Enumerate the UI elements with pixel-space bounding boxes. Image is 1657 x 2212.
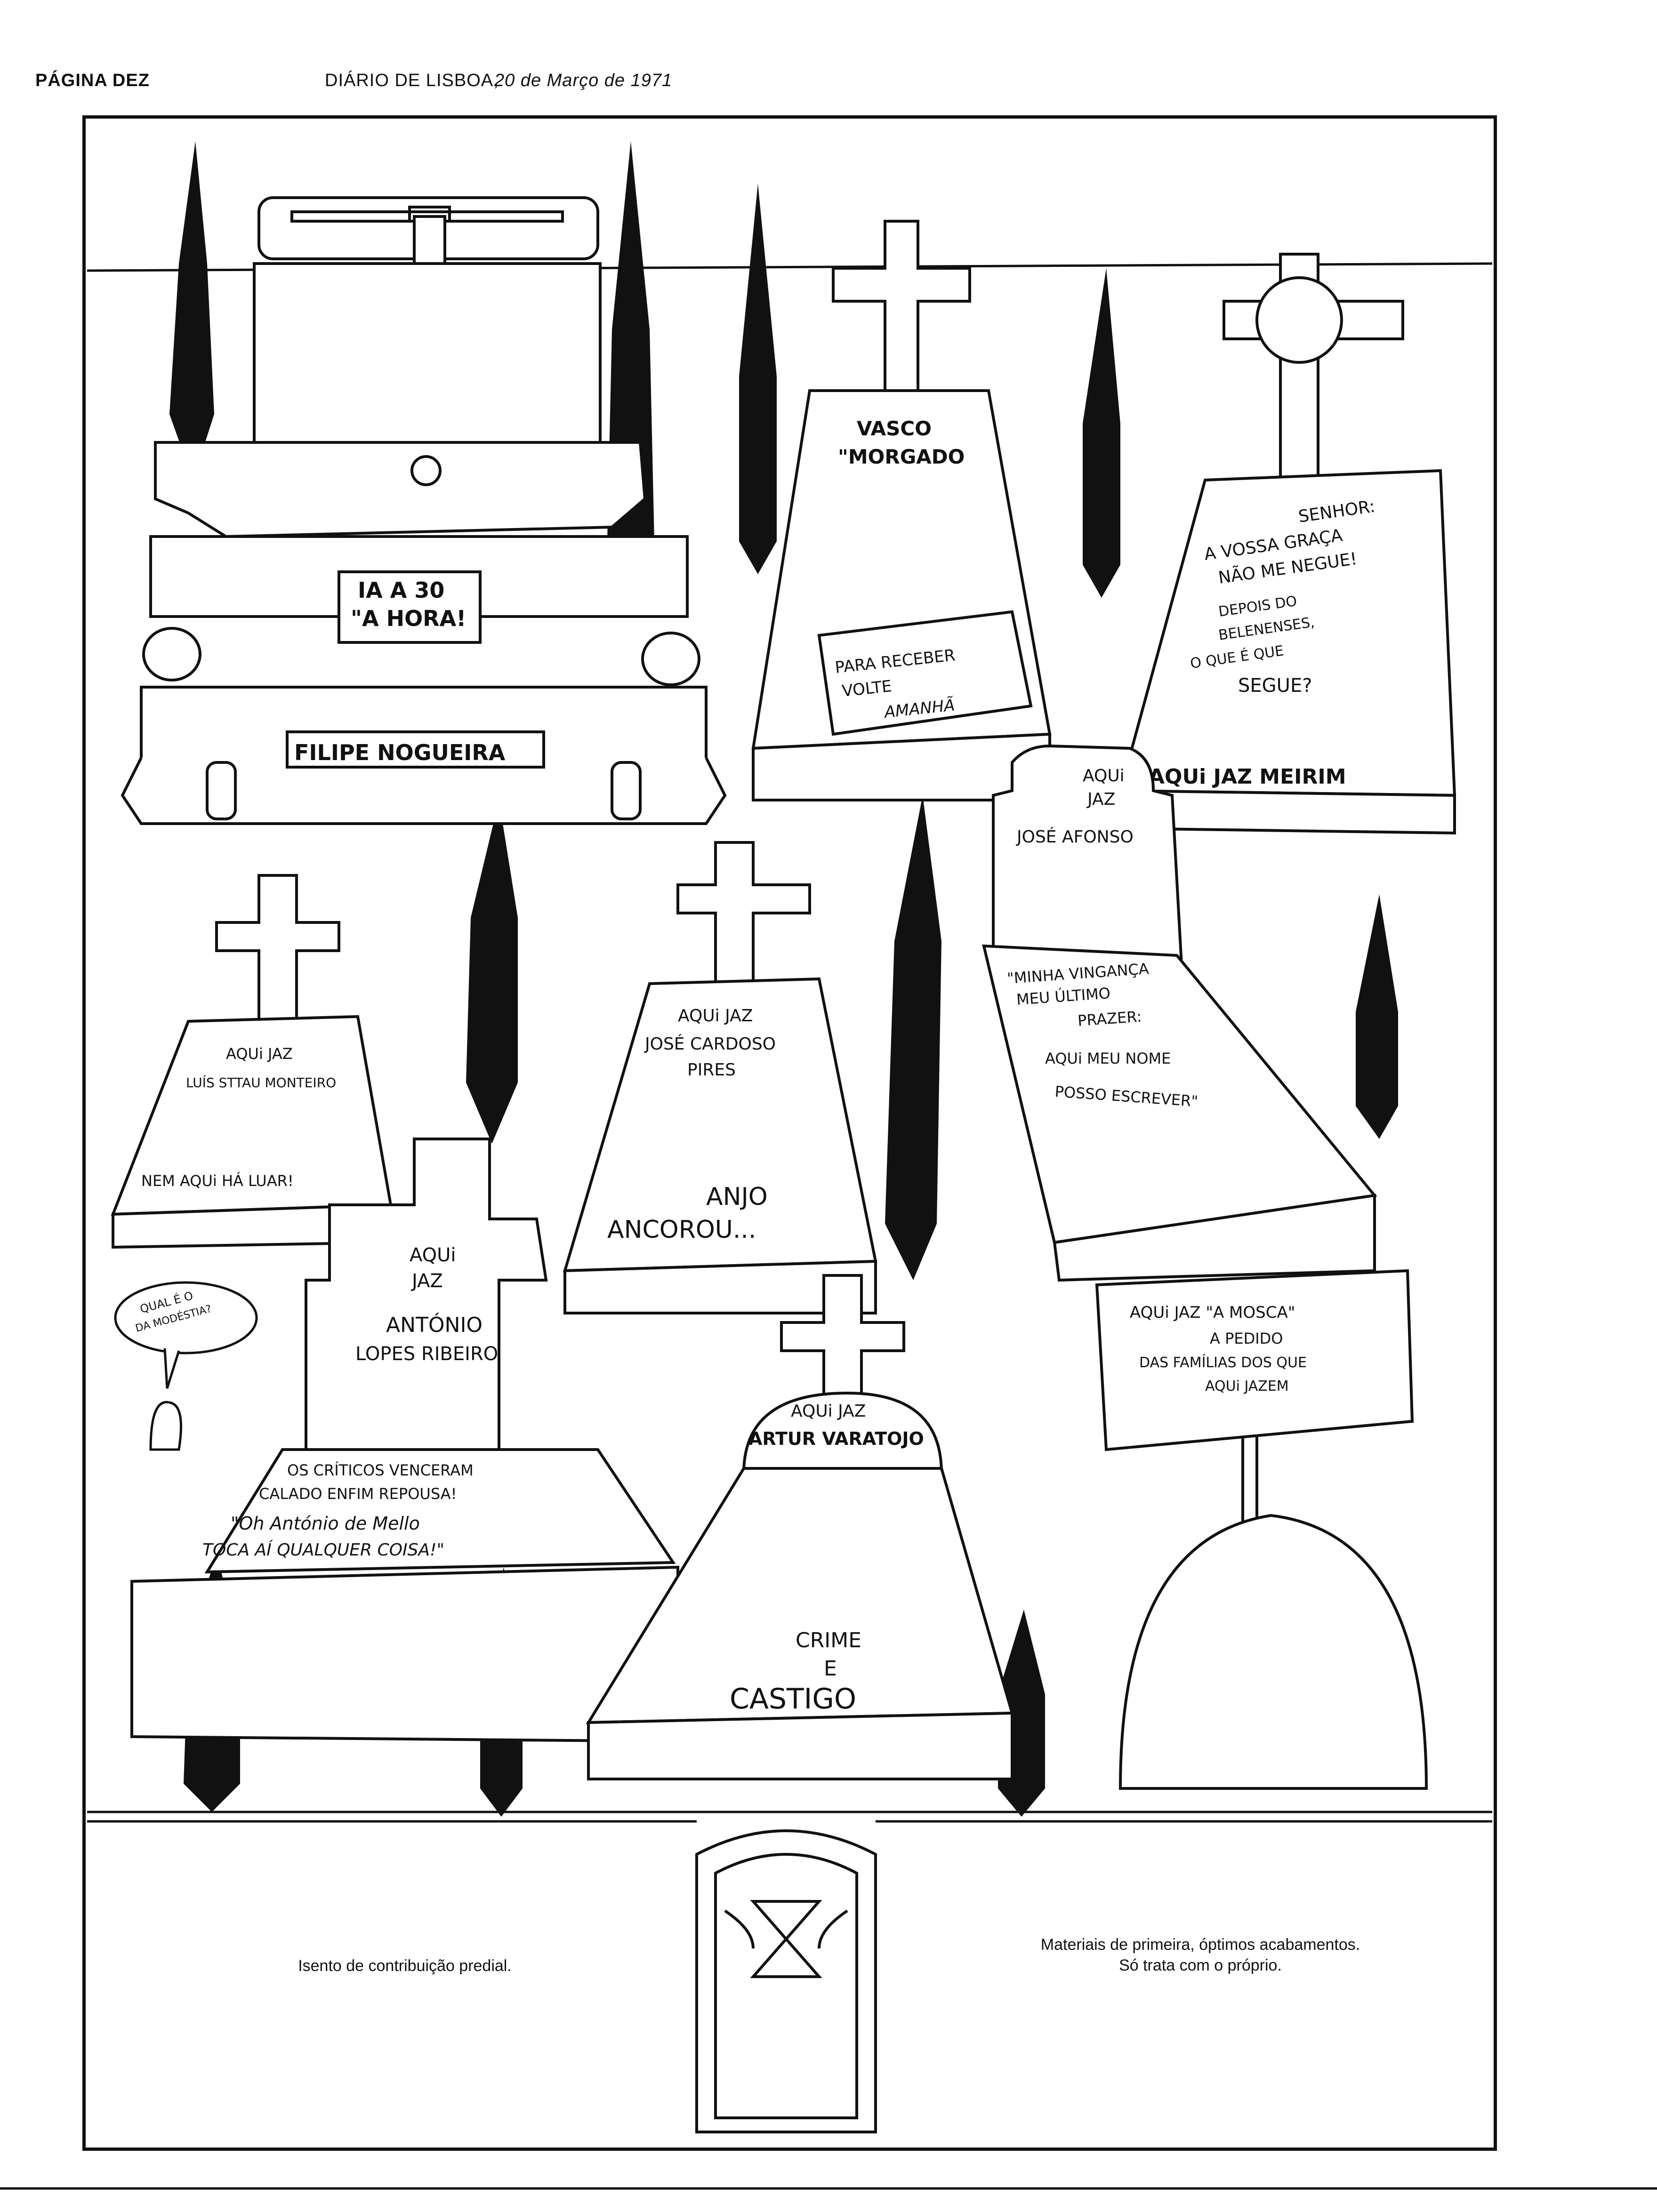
ribeiro-base-line1: OS CRÍTICOS VENCERAM [287, 1461, 474, 1479]
background-lines [0, 262, 1657, 2190]
monteiro-line1: AQUi JAZ [226, 1045, 293, 1063]
cypress-tree [169, 141, 214, 480]
ribeiro-line2: JAZ [410, 1270, 443, 1292]
afonso-name: JOSÉ AFONSO [1016, 827, 1134, 847]
mosca-line1: AQUi JAZ "A MOSCA" [1130, 1303, 1295, 1322]
cypress-tree [1083, 268, 1120, 598]
grave-meirim [1118, 253, 1456, 835]
varatojo-line2: ARTUR VARATOJO [748, 1428, 924, 1449]
cypress-tree [885, 795, 941, 1280]
grave-jose-afonso [982, 744, 1377, 1282]
afonso-text-line3: PRAZER: [1077, 1008, 1142, 1030]
ribeiro-line4: LOPES RIBEIRO [355, 1343, 498, 1365]
hearse-sign-line1: IA A 30 [358, 577, 444, 603]
worm-with-bubble [114, 1281, 258, 1451]
pires-line4: ANJO [706, 1183, 768, 1211]
afonso-head-line2: JAZ [1086, 790, 1115, 809]
varatojo-line5: CASTIGO [730, 1683, 856, 1715]
pires-line5: ANCOROU... [607, 1216, 756, 1244]
caption-right: Materiais de primeira, óptimos acabament… [965, 1934, 1436, 1976]
ribeiro-base-line3: "Oh António de Mello [231, 1513, 420, 1534]
grave-lopes-ribeiro [130, 1138, 679, 1743]
caption-left: Isento de contribuição predial. [298, 1957, 512, 1975]
gate-door [695, 1829, 877, 2133]
hearse-car [121, 196, 727, 825]
ribeiro-line1: AQUi [410, 1244, 456, 1266]
mosca-line3: DAS FAMÍLIAS DOS QUE [1139, 1354, 1307, 1371]
newspaper-name: DIÁRIO DE LISBOA, [325, 71, 499, 90]
issue-date: 20 de Março de 1971 [494, 71, 673, 90]
hearse-plate: FILIPE NOGUEIRA [294, 740, 506, 765]
mosca-line2: A PEDIDO [1210, 1330, 1283, 1347]
ribeiro-base-line4: TOCA AÍ QUALQUER COISA!" [202, 1540, 444, 1560]
monteiro-line2: LUÍS STTAU MONTEIRO [186, 1074, 336, 1090]
cypress-tree [1356, 894, 1398, 1139]
caption-right-line2: Só trata com o próprio. [1119, 1956, 1282, 1974]
vasco-name-line2: "MORGADO [838, 445, 965, 468]
cypress-tree [739, 184, 777, 574]
afonso-head-line1: AQUi [1083, 766, 1125, 785]
hearse-sign-line2: "A HORA! [351, 606, 466, 631]
grave-vasco-morgado [751, 220, 1052, 801]
cartoon-panel [82, 115, 1497, 2151]
cypress-tree [466, 800, 518, 1144]
grave-cardoso-pires [563, 841, 877, 1314]
ribeiro-base-line2: CALADO ENFIM REPOUSA! [259, 1485, 457, 1503]
grave-a-mosca [1095, 1269, 1428, 1790]
grave-sttau-monteiro [111, 874, 393, 1249]
grave-varatojo [586, 1274, 1014, 1780]
pires-line3: PIRES [687, 1060, 736, 1080]
page-label: PÁGINA DEZ [35, 71, 150, 90]
meirim-line7: SEGUE? [1238, 675, 1312, 697]
varatojo-line1: AQUi JAZ [791, 1402, 866, 1421]
ribeiro-line3: ANTÓNIO [386, 1312, 483, 1337]
varatojo-line3: CRIME [796, 1628, 861, 1652]
varatojo-line4: E [824, 1657, 837, 1681]
cypress-tree [607, 141, 654, 602]
monteiro-line3: NEM AQUi HÁ LUAR! [141, 1172, 294, 1190]
vasco-name-line1: VASCO [857, 417, 932, 440]
pires-line1: AQUi JAZ [678, 1006, 753, 1026]
afonso-text-line4: AQUi MEU NOME [1045, 1050, 1171, 1067]
mosca-line4: AQUi JAZEM [1205, 1378, 1289, 1395]
pires-line2: JOSÉ CARDOSO [644, 1034, 776, 1054]
meirim-epitaph: AQUi JAZ MEIRIM [1149, 765, 1346, 789]
caption-right-line1: Materiais de primeira, óptimos acabament… [1040, 1936, 1360, 1954]
